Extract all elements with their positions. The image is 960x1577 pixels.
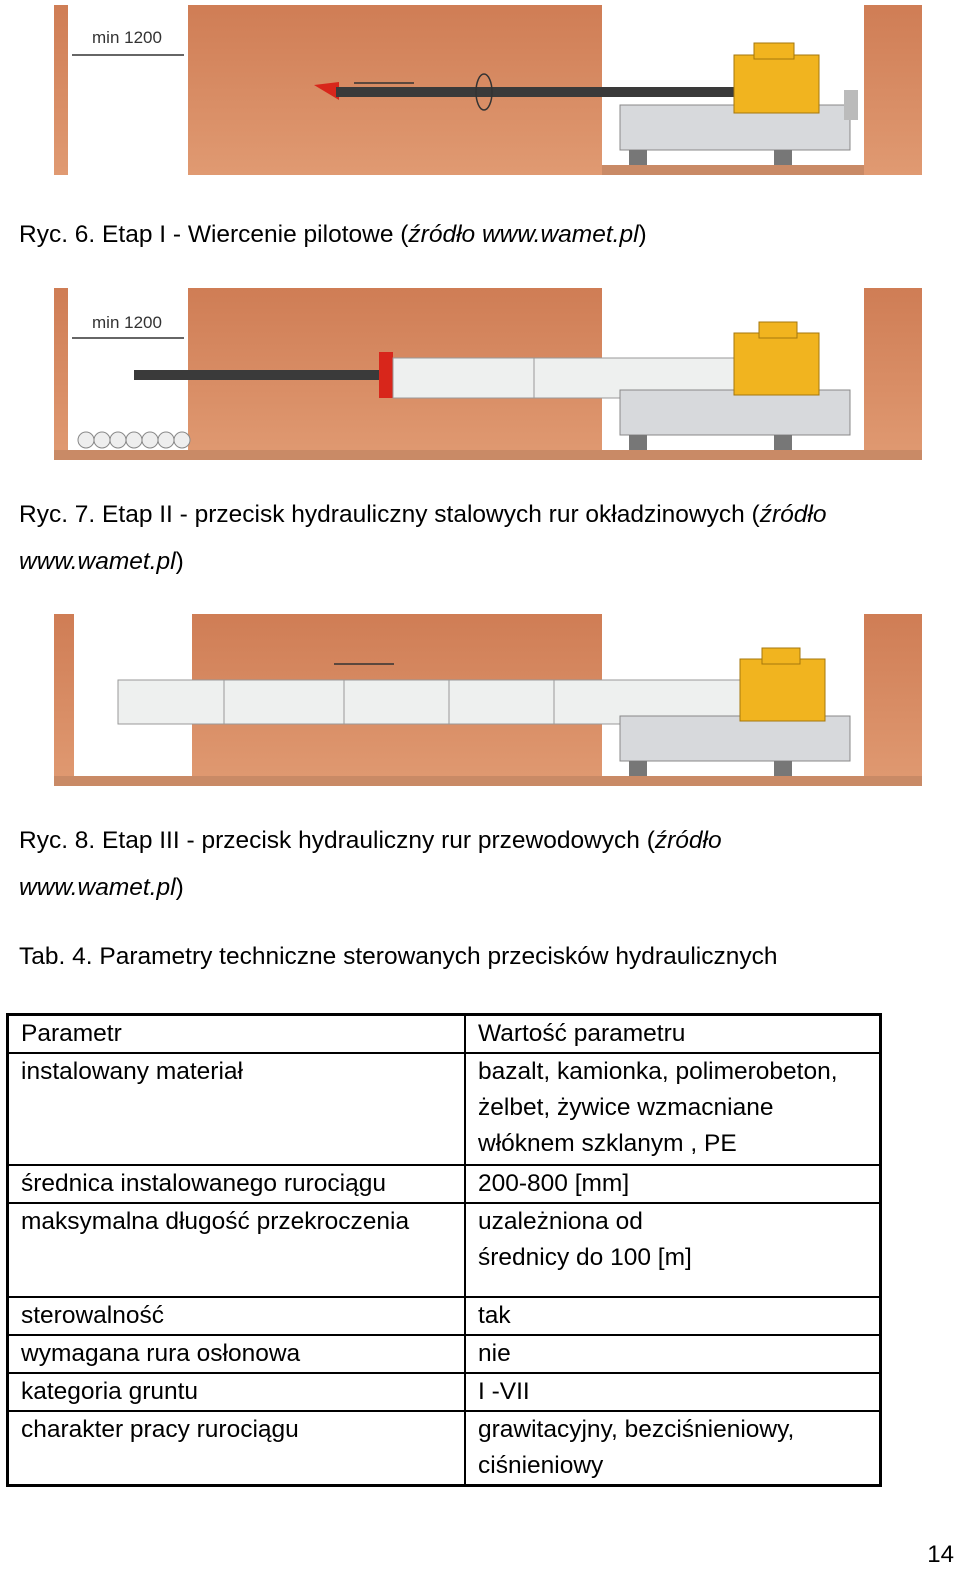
table-row: instalowany materiał bazalt, kamionka, p… (6, 1052, 882, 1166)
drill-rod (134, 370, 384, 380)
param-cell: charakter pracy rurociągu (6, 1410, 466, 1487)
page-number: 14 (927, 1541, 954, 1568)
figure-product-pipe-jacking (54, 614, 922, 786)
figure-steel-casing-pipe-jacking: min 1200 (54, 288, 922, 460)
param-cell: instalowany materiał (6, 1052, 466, 1166)
start-pit (68, 5, 188, 175)
param-cell: średnica instalowanego rurociągu (6, 1164, 466, 1204)
machine-frame (619, 715, 851, 762)
machine-drive-unit (739, 658, 826, 722)
table-caption: Tab. 4. Parametry techniczne sterowanych… (19, 943, 778, 970)
table-row: charakter pracy rurociągu grawitacyjny, … (6, 1410, 882, 1487)
value-cell: I -VII (464, 1372, 882, 1412)
param-cell: wymagana rura osłonowa (6, 1334, 466, 1374)
caption-ryc6: Ryc. 6. Etap I - Wiercenie pilotowe (źró… (19, 221, 647, 248)
caption-ryc8: Ryc. 8. Etap III - przecisk hydrauliczny… (19, 827, 722, 901)
param-cell: maksymalna długość przekroczenia (6, 1202, 466, 1298)
header-cell-value: Wartość parametru (464, 1013, 882, 1054)
machine-drive-unit (733, 332, 820, 396)
table-row: wymagana rura osłonowa nie (6, 1334, 882, 1374)
table-row: sterowalność tak (6, 1296, 882, 1336)
value-cell: nie (464, 1334, 882, 1374)
value-cell: uzależniona od średnicy do 100 [m] (464, 1202, 882, 1298)
header-cell-parameter: Parametr (6, 1013, 466, 1054)
measure-label: min 1200 (92, 28, 162, 47)
drill-rod (336, 87, 756, 97)
table-row: maksymalna długość przekroczenia uzależn… (6, 1202, 882, 1298)
caption-ryc7: Ryc. 7. Etap II - przecisk hydrauliczny … (19, 501, 827, 575)
stacked-pipes (77, 431, 191, 449)
auger-head (379, 352, 393, 398)
machine-drive-unit (733, 54, 820, 114)
param-cell: kategoria gruntu (6, 1372, 466, 1412)
figure-pilot-drilling: min 1200 (54, 5, 922, 175)
table-header-row: Parametr Wartość parametru (6, 1013, 882, 1054)
value-cell: tak (464, 1296, 882, 1336)
parameters-table: Parametr Wartość parametru instalowany m… (6, 1013, 882, 1487)
value-cell: 200-800 [mm] (464, 1164, 882, 1204)
machine-frame (619, 389, 851, 436)
value-cell: bazalt, kamionka, polimerobeton, żelbet,… (464, 1052, 882, 1166)
table-row: kategoria gruntu I -VII (6, 1372, 882, 1412)
param-cell: sterowalność (6, 1296, 466, 1336)
value-cell: grawitacyjny, bezciśnieniowy, ciśnieniow… (464, 1410, 882, 1487)
table-row: średnica instalowanego rurociągu 200-800… (6, 1164, 882, 1204)
drill-head (314, 82, 339, 100)
measure-label: min 1200 (92, 313, 162, 332)
